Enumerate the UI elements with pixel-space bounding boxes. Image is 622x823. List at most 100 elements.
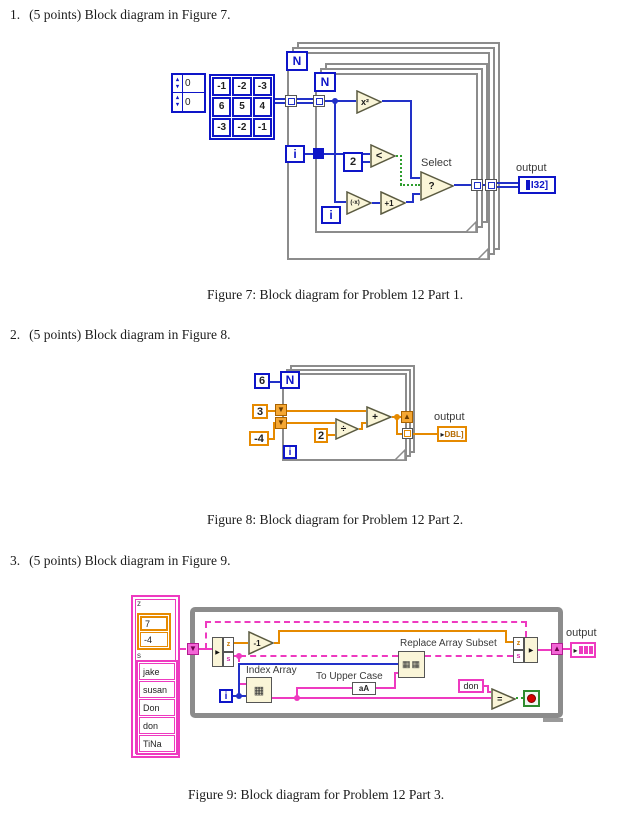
select-node: ? bbox=[420, 170, 455, 202]
tunnel bbox=[485, 179, 497, 191]
array-cell[interactable]: 5 bbox=[232, 97, 252, 117]
string-cell[interactable]: Don bbox=[139, 699, 175, 716]
tunnel bbox=[402, 428, 413, 439]
indicator-type-block bbox=[583, 646, 588, 654]
decrement-node: -1 bbox=[248, 630, 275, 656]
string-constant[interactable]: don bbox=[458, 679, 484, 693]
wire-junction bbox=[236, 653, 242, 659]
index-value[interactable]: 0 bbox=[185, 96, 191, 108]
wire bbox=[412, 193, 414, 203]
string-array-wire bbox=[425, 655, 513, 657]
string-cell[interactable]: susan bbox=[139, 681, 175, 698]
array-cell[interactable]: -2 bbox=[232, 77, 252, 97]
wire bbox=[361, 422, 363, 430]
cluster-field-label: z bbox=[137, 599, 141, 608]
boolean-wire bbox=[400, 184, 420, 186]
negate-icon: (-x) bbox=[350, 200, 360, 206]
array-cell[interactable]: -3 bbox=[212, 117, 232, 137]
spinner-up-icon[interactable]: ▴ bbox=[175, 95, 179, 101]
array-cell[interactable]: 6 bbox=[212, 97, 232, 117]
wire bbox=[296, 687, 298, 697]
wire bbox=[361, 422, 366, 424]
array-cell[interactable]: 4 bbox=[252, 97, 272, 117]
wire bbox=[334, 102, 336, 201]
spinner-down-icon[interactable]: ▾ bbox=[175, 83, 179, 90]
wire bbox=[287, 410, 366, 412]
wire bbox=[273, 422, 276, 424]
cluster-field-label: s bbox=[137, 651, 141, 660]
index-row[interactable]: ▴▾ 0 bbox=[173, 93, 204, 111]
indicator-glyph: ▸ bbox=[440, 429, 445, 439]
index-row[interactable]: ▴▾ 0 bbox=[173, 75, 204, 93]
wire bbox=[238, 663, 400, 665]
indicator-type-block bbox=[588, 646, 593, 654]
numeric-array[interactable]: 7 -4 bbox=[137, 613, 171, 650]
string-array-wire bbox=[240, 655, 398, 657]
figure7-diagram: ▴▾ 0 ▴▾ 0 -1 -2 -3 6 5 4 -3 -2 -1 bbox=[0, 42, 622, 287]
string-cell[interactable]: don bbox=[139, 717, 175, 734]
cluster-constant[interactable]: z 7 -4 s jake susan Don don TiNa bbox=[131, 595, 180, 758]
increment-node: +1 bbox=[380, 190, 407, 216]
wire bbox=[406, 201, 414, 203]
shift-register-up-icon: ▲ bbox=[401, 411, 413, 423]
square-icon: x² bbox=[361, 97, 370, 107]
array-cell[interactable]: -4 bbox=[140, 632, 168, 647]
index-spinner-icon[interactable]: ▴▾ bbox=[173, 93, 183, 111]
wire bbox=[278, 630, 507, 632]
string-array[interactable]: jake susan Don don TiNa bbox=[136, 660, 178, 755]
numeric-constant[interactable]: 3 bbox=[252, 404, 268, 419]
numeric-constant[interactable]: 2 bbox=[314, 428, 328, 443]
select-label: Select bbox=[421, 157, 452, 169]
square-function-node: x² bbox=[356, 89, 383, 115]
index-spinner-icon[interactable]: ▴▾ bbox=[173, 75, 183, 92]
cluster-wire bbox=[205, 621, 527, 623]
wire bbox=[298, 697, 491, 699]
item-text: (5 points) Block diagram in Figure 8. bbox=[29, 327, 231, 342]
wire bbox=[328, 434, 335, 436]
array-cell[interactable]: -3 bbox=[252, 77, 272, 97]
array-wire bbox=[496, 182, 518, 188]
wire-junction bbox=[394, 414, 400, 420]
tunnel bbox=[471, 179, 483, 191]
array-constant[interactable]: -1 -2 -3 6 5 4 -3 -2 -1 bbox=[209, 74, 275, 140]
spinner-down-icon[interactable]: ▾ bbox=[175, 102, 179, 108]
output-label: output bbox=[566, 627, 597, 639]
problem-item-2: 2.(5 points) Block diagram in Figure 8. bbox=[10, 327, 230, 343]
wire bbox=[287, 422, 335, 424]
to-upper-case-label: To Upper Case bbox=[316, 671, 383, 682]
unbundle-arrow-icon: ▶ bbox=[212, 637, 223, 667]
wire bbox=[487, 685, 489, 693]
indicator-type: I32] bbox=[530, 179, 549, 191]
figure8-caption: Figure 8: Block diagram for Problem 12 P… bbox=[207, 512, 464, 527]
numeric-constant[interactable]: 6 bbox=[254, 373, 270, 389]
string-cell[interactable]: TiNa bbox=[139, 735, 175, 752]
array-cell[interactable]: -2 bbox=[232, 117, 252, 137]
wire bbox=[487, 691, 491, 693]
wire bbox=[484, 685, 489, 687]
array-index-display[interactable]: ▴▾ 0 ▴▾ 0 bbox=[171, 73, 206, 113]
unbundle-field: z bbox=[223, 637, 234, 652]
divide-node: ÷ bbox=[335, 417, 360, 441]
string-cell[interactable]: jake bbox=[139, 663, 175, 680]
item-number: 1. bbox=[10, 7, 21, 22]
less-than-icon: < bbox=[375, 150, 383, 162]
iteration-terminal: i bbox=[321, 206, 341, 224]
cluster-wire bbox=[525, 621, 527, 637]
negate-node: (-x) bbox=[346, 190, 373, 216]
array-cell[interactable]: -1 bbox=[252, 117, 272, 137]
spinner-up-icon[interactable]: ▴ bbox=[175, 76, 179, 83]
add-node: + bbox=[366, 405, 393, 429]
wire bbox=[372, 202, 380, 204]
numeric-constant[interactable]: 2 bbox=[343, 152, 363, 172]
indicator-type-block bbox=[578, 646, 583, 654]
numeric-constant[interactable]: -4 bbox=[249, 431, 269, 446]
loop-count-terminal: N bbox=[280, 371, 300, 389]
replace-array-subset-node: ▦▦ bbox=[398, 651, 425, 678]
less-than-node: < bbox=[370, 143, 397, 169]
wire bbox=[394, 673, 396, 689]
index-value[interactable]: 0 bbox=[185, 78, 191, 89]
array-cell[interactable]: -1 bbox=[212, 77, 232, 97]
wire bbox=[305, 153, 313, 155]
array-cell[interactable]: 7 bbox=[140, 616, 168, 631]
